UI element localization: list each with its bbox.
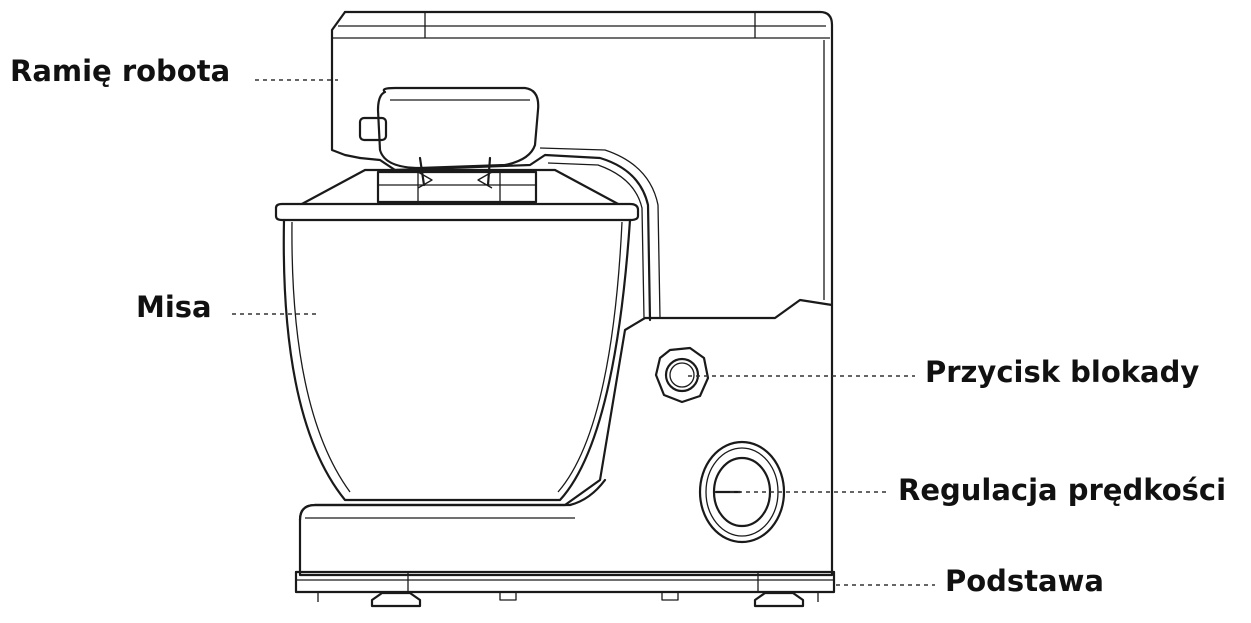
label-lock-button: Przycisk blokady <box>925 355 1200 389</box>
lock-button-drawing <box>654 346 710 404</box>
mixer-base <box>294 478 836 608</box>
label-base: Podstawa <box>945 564 1104 598</box>
label-bowl: Misa <box>136 290 212 324</box>
label-robot-arm: Ramię robota <box>10 54 231 88</box>
bowl-lid <box>298 168 622 207</box>
label-speed-control: Regulacja prędkości <box>898 473 1227 507</box>
bowl <box>274 202 640 502</box>
robot-arm <box>358 86 661 322</box>
